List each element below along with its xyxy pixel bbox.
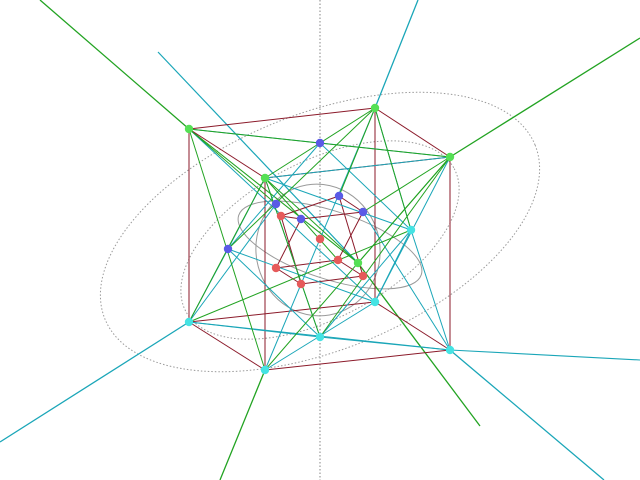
vertex-red [315,234,325,244]
green-ray [357,262,481,427]
teal-ray [449,349,605,480]
teal-edge [188,203,277,323]
vertex-green [260,173,270,183]
outer-cube-edge [188,321,266,371]
green-edge [319,156,451,338]
teal-edge [319,229,412,338]
outer-cube-edge [374,301,451,351]
vertex-blue [296,214,306,224]
outer-cube-edge [188,128,266,179]
vertex-red [271,263,281,273]
green-ray [39,0,190,130]
vertex-cyan [370,297,380,307]
outer-cube-edge [188,301,376,323]
teal-edge [264,177,412,231]
green-edge [357,156,451,264]
vertex-blue [271,199,281,209]
teal-edge [374,229,412,303]
vertex-red [296,279,306,289]
teal-edge [227,142,321,250]
vertex-cyan [315,332,325,342]
vertex-green [353,258,363,268]
inner-cube-edge [275,259,339,269]
teal-edge [227,248,321,338]
green-edge [264,177,359,264]
green-edge [338,107,376,197]
green-ray [449,37,640,158]
vertex-blue [358,207,368,217]
teal-ray [449,349,640,361]
inner-cube-edge [337,259,364,277]
orbit-ellipse [180,140,460,340]
vertex-red [358,271,368,281]
inner-cube-edge [338,195,364,213]
green-ray [219,369,266,480]
outer-cube-edge [264,349,451,371]
teal-edge [410,229,451,351]
inner-cube-edge [300,211,364,220]
inner-cube-edge [275,218,302,269]
vertex-green [370,103,380,113]
teal-ray [0,321,190,443]
green-edge [188,229,412,323]
inner-cube-edge [280,195,340,217]
teal-edge [319,142,412,231]
vertex-blue [223,244,233,254]
vertex-red [333,255,343,265]
green-edge [188,128,277,205]
teal-ray [374,0,419,109]
vertex-green [184,124,194,134]
vertex-cyan [406,225,416,235]
green-edge [227,107,376,250]
inner-cube-edge [275,267,302,285]
vertex-blue [315,138,325,148]
vertex-green [445,152,455,162]
outer-cube-edge [374,107,451,158]
inner-cube-edge [300,275,364,285]
outer-cube-edge [188,107,376,130]
vertex-cyan [260,365,270,375]
vertex-blue [334,191,344,201]
teal-edge [264,156,451,179]
teal-edge [362,211,451,351]
orbit-ellipse [237,200,423,290]
vertex-cyan [445,345,455,355]
green-edge [374,107,412,231]
vertex-cyan [184,317,194,327]
vertex-red [276,211,286,221]
inner-cube-edge [337,211,364,261]
green-edge [362,156,451,213]
orbit-ellipse [99,91,541,373]
